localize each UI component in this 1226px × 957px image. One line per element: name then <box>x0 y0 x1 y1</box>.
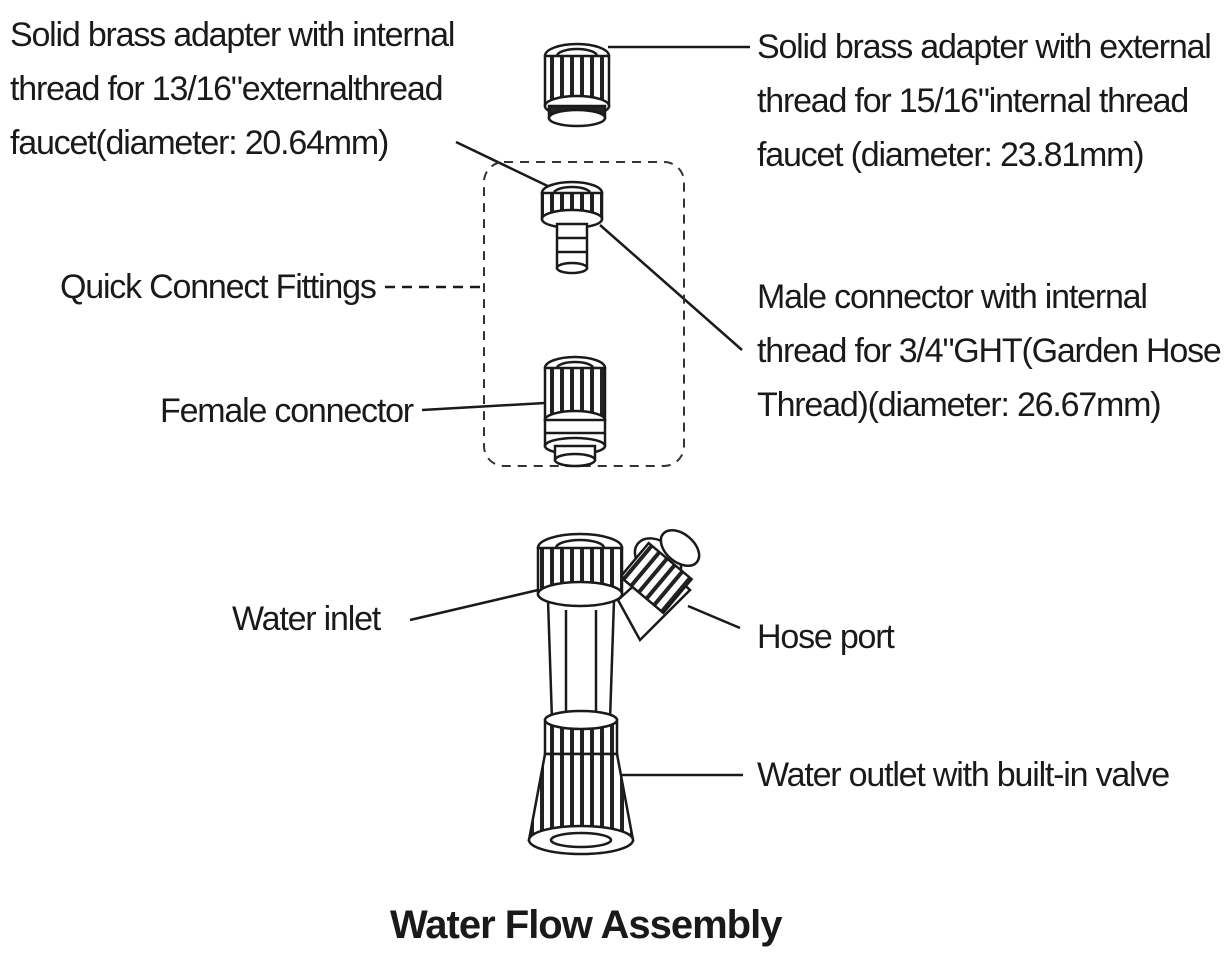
label-internal-adapter-line-2: thread for 13/16"externalthread <box>10 70 443 108</box>
label-external-adapter-line-3: faucet (diameter: 23.81mm) <box>757 136 1145 174</box>
water-flow-body-icon <box>527 529 701 856</box>
diagram-title: Water Flow Assembly <box>390 903 782 947</box>
leader-female-connector <box>421 401 546 412</box>
brass-adapter-external-icon <box>543 42 611 128</box>
label-hose-port: Hose port <box>757 618 895 656</box>
label-internal-adapter-line-1: Solid brass adapter with internal <box>10 16 455 54</box>
label-internal-adapter-line-3: faucet(diameter: 20.64mm) <box>10 124 389 162</box>
label-water-outlet: Water outlet with built-in valve <box>757 756 1170 794</box>
label-male-connector-line-2: thread for 3/4"GHT(Garden Hose <box>757 332 1222 370</box>
label-male-connector: Male connector with internal thread for … <box>757 270 1222 432</box>
leader-male-connector <box>599 224 743 351</box>
female-connector-icon <box>543 355 607 468</box>
label-external-adapter-line-1: Solid brass adapter with external <box>757 28 1212 66</box>
label-water-inlet: Water inlet <box>232 600 381 638</box>
leader-internal-adapter <box>455 140 557 192</box>
label-external-adapter: Solid brass adapter with external thread… <box>757 20 1212 182</box>
brass-adapter-internal-icon <box>540 180 604 275</box>
leader-hose-port <box>687 604 741 630</box>
leader-lines <box>385 45 750 777</box>
label-male-connector-line-3: Thread)(diameter: 26.67mm) <box>757 386 1162 424</box>
leader-water-inlet <box>409 588 539 622</box>
label-male-connector-line-1: Male connector with internal <box>757 278 1148 316</box>
label-internal-adapter: Solid brass adapter with internal thread… <box>10 8 455 170</box>
label-female-connector: Female connector <box>160 392 414 430</box>
label-quick-connect: Quick Connect Fittings <box>60 268 377 306</box>
label-external-adapter-line-2: thread for 15/16"internal thread <box>757 82 1189 120</box>
